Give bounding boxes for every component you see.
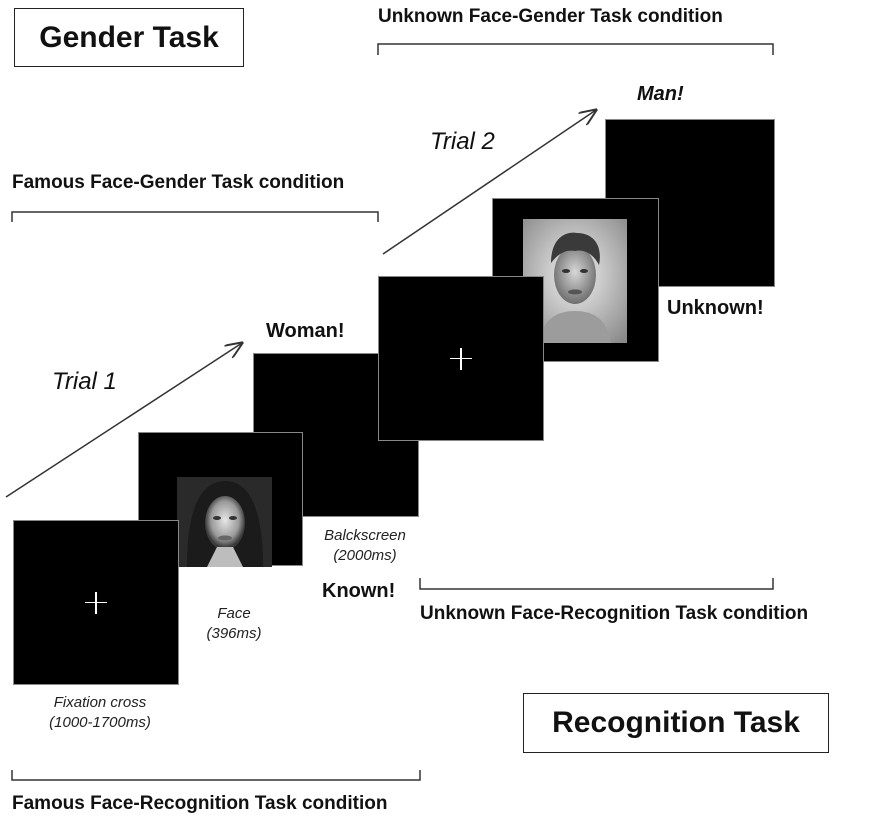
- fixation-cross-icon: [450, 347, 472, 370]
- caption-blackscreen-line1: Balckscreen: [324, 527, 406, 544]
- trial2-label: Trial 2: [430, 128, 495, 155]
- fixation-screen-trial2: [378, 276, 544, 441]
- caption-face-line1: Face: [217, 605, 251, 622]
- response-woman: Woman!: [266, 320, 345, 342]
- response-man: Man!: [637, 83, 684, 105]
- caption-face: Face (396ms): [184, 604, 284, 644]
- response-known: Known!: [322, 580, 396, 602]
- condition-unknown-recognition: Unknown Face-Recognition Task condition: [420, 603, 809, 624]
- condition-famous-gender: Famous Face-Gender Task condition: [12, 172, 345, 193]
- face-screen-trial1: [138, 432, 303, 567]
- trial1-arrow: [5, 343, 242, 498]
- caption-fixation: Fixation cross (1000-1700ms): [20, 693, 180, 733]
- trial1-label: Trial 1: [52, 368, 117, 395]
- response-unknown: Unknown!: [667, 297, 764, 319]
- bracket-unknown-gender: [377, 43, 774, 55]
- trial2-arrow: [382, 110, 596, 255]
- bracket-famous-recognition: [11, 770, 421, 781]
- bracket-famous-gender: [11, 211, 379, 222]
- condition-famous-recognition: Famous Face-Recognition Task condition: [12, 793, 388, 814]
- gender-task-title: Gender Task: [14, 8, 244, 67]
- gender-task-label: Gender Task: [39, 20, 219, 54]
- recognition-task-label: Recognition Task: [552, 706, 800, 739]
- caption-face-line2: (396ms): [206, 625, 262, 642]
- bracket-unknown-recognition: [419, 578, 774, 590]
- fixation-screen-trial1: [13, 520, 179, 685]
- caption-fixation-line2: (1000-1700ms): [49, 714, 151, 731]
- caption-blackscreen-line2: (2000ms): [333, 547, 397, 564]
- condition-unknown-gender: Unknown Face-Gender Task condition: [378, 6, 723, 27]
- fixation-cross-icon: [85, 591, 107, 614]
- famous-face-image: [177, 477, 272, 567]
- caption-fixation-line1: Fixation cross: [53, 694, 147, 711]
- recognition-task-title: Recognition Task: [523, 693, 829, 753]
- caption-blackscreen: Balckscreen (2000ms): [305, 526, 425, 566]
